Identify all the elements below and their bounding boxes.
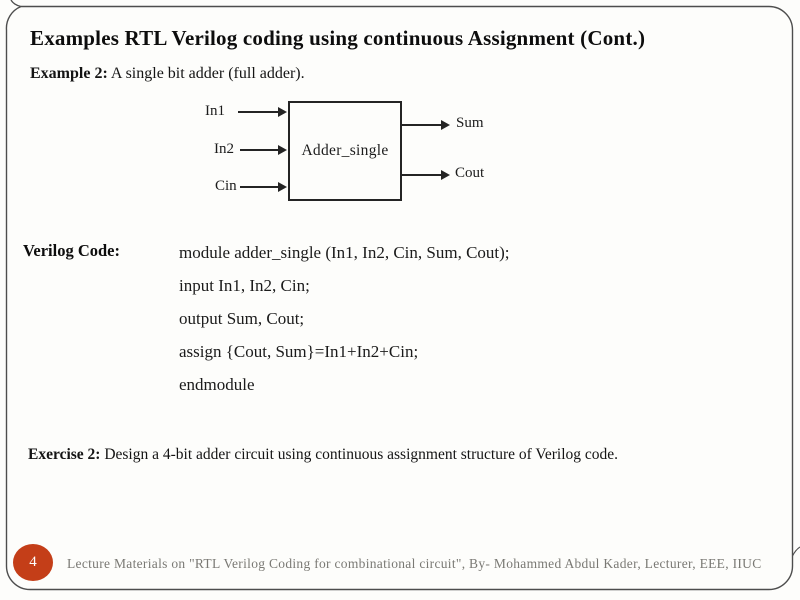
input-label-cin: Cin — [215, 178, 237, 194]
cout-arrow-line — [402, 174, 442, 176]
adder-block-label: Adder_single — [301, 142, 389, 159]
verilog-code-label: Verilog Code: — [23, 241, 121, 260]
in1-arrow-line — [238, 111, 279, 113]
output-label-cout: Cout — [455, 165, 485, 181]
code-line: assign {Cout, Sum}=In1+In2+Cin; — [179, 342, 419, 361]
in1-arrow-head-icon — [278, 107, 287, 117]
exercise-label: Exercise 2: — [28, 446, 101, 463]
adder-block: Adder_single — [288, 101, 402, 201]
in2-arrow-line — [240, 149, 279, 151]
verilog-code-block: module adder_single (In1, In2, Cin, Sum,… — [179, 243, 510, 408]
code-line: endmodule — [179, 375, 255, 394]
sum-arrow-head-icon — [441, 120, 450, 130]
page-number-badge: 4 — [13, 544, 53, 581]
input-label-in1: In1 — [205, 103, 225, 119]
exercise-heading: Exercise 2: Design a 4-bit adder circuit… — [28, 446, 618, 464]
cin-arrow-head-icon — [278, 182, 287, 192]
footer-text: Lecture Materials on "RTL Verilog Coding… — [67, 556, 762, 571]
code-line: input In1, In2, Cin; — [179, 276, 310, 295]
code-line: module adder_single (In1, In2, Cin, Sum,… — [179, 243, 510, 262]
cout-arrow-head-icon — [441, 170, 450, 180]
example-heading: Example 2: A single bit adder (full adde… — [30, 65, 305, 83]
in2-arrow-head-icon — [278, 145, 287, 155]
cin-arrow-line — [240, 186, 279, 188]
exercise-text: Design a 4-bit adder circuit using conti… — [100, 446, 619, 463]
page-number: 4 — [29, 554, 37, 570]
output-label-sum: Sum — [456, 115, 484, 131]
code-line: output Sum, Cout; — [179, 309, 305, 328]
example-label: Example 2: — [30, 65, 108, 82]
input-label-in2: In2 — [214, 141, 234, 157]
sum-arrow-line — [402, 124, 442, 126]
slide-title: Examples RTL Verilog coding using contin… — [30, 26, 646, 50]
example-text: A single bit adder (full adder). — [107, 65, 305, 82]
